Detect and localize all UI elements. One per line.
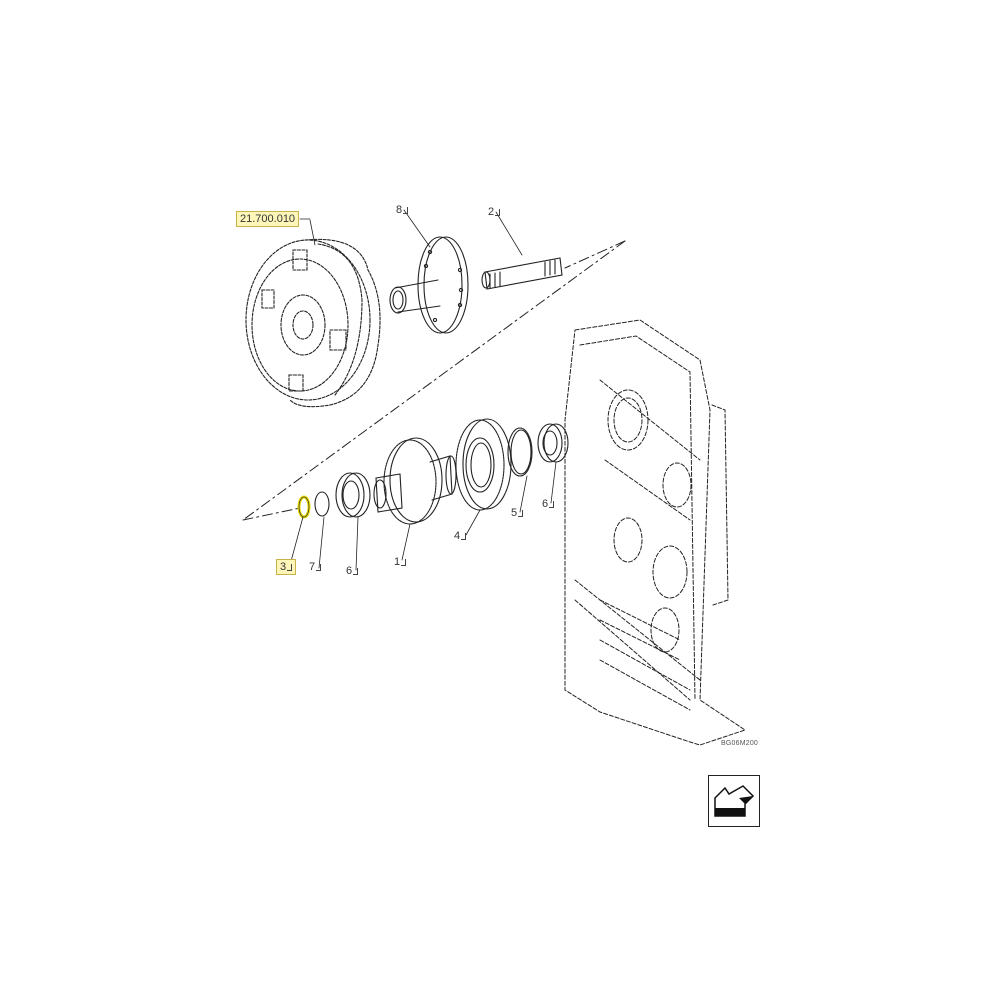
tick-icon — [287, 564, 293, 571]
callout-part-4[interactable]: 4 — [454, 530, 467, 542]
callout-part-6b[interactable]: 6 — [346, 565, 359, 577]
callout-part-6a[interactable]: 6 — [542, 498, 555, 510]
callout-part-1[interactable]: 1 — [394, 556, 407, 568]
snap-ring[interactable] — [314, 491, 330, 517]
bearing-left[interactable] — [335, 472, 371, 518]
tick-icon — [518, 510, 524, 517]
bearing-right[interactable] — [537, 423, 569, 463]
callout-part-3[interactable]: 3 — [276, 559, 297, 575]
next-page-arrow-icon — [714, 785, 755, 817]
callout-label: 5 — [511, 507, 518, 519]
tick-icon — [401, 559, 407, 566]
callout-label: 4 — [454, 530, 461, 542]
retaining-ring[interactable] — [297, 495, 311, 519]
tick-icon — [353, 568, 359, 575]
gear-shaft[interactable] — [373, 437, 457, 525]
callout-label: 8 — [396, 204, 403, 216]
callout-part-5[interactable]: 5 — [511, 507, 524, 519]
callout-part-7[interactable]: 7 — [309, 561, 322, 573]
large-gear[interactable] — [455, 418, 512, 511]
circlip[interactable] — [507, 427, 533, 477]
callout-label: 6 — [542, 498, 549, 510]
reference-code: BG06M200 — [721, 740, 759, 747]
transmission-housing[interactable] — [564, 319, 747, 746]
tick-icon — [549, 501, 555, 508]
callout-label: 7 — [309, 561, 316, 573]
input-shaft[interactable] — [481, 257, 563, 290]
tick-icon — [461, 533, 467, 540]
callout-label: 6 — [346, 565, 353, 577]
torque-converter[interactable] — [245, 238, 381, 408]
axis-line — [242, 240, 626, 521]
callout-part-8[interactable]: 8 — [396, 204, 409, 216]
callout-label: 1 — [394, 556, 401, 568]
callout-label: 2 — [488, 206, 495, 218]
callout-part-2[interactable]: 2 — [488, 206, 501, 218]
tick-icon — [495, 209, 501, 216]
callout-label: 21.700.010 — [240, 213, 296, 225]
callout-label: 3 — [280, 561, 287, 573]
next-page-button[interactable] — [708, 775, 760, 827]
leader-line — [309, 219, 316, 246]
tick-icon — [403, 207, 409, 214]
tick-icon — [316, 564, 322, 571]
callout-ref-group[interactable]: 21.700.010 — [236, 211, 300, 227]
pump-hub-plate[interactable] — [389, 236, 469, 334]
